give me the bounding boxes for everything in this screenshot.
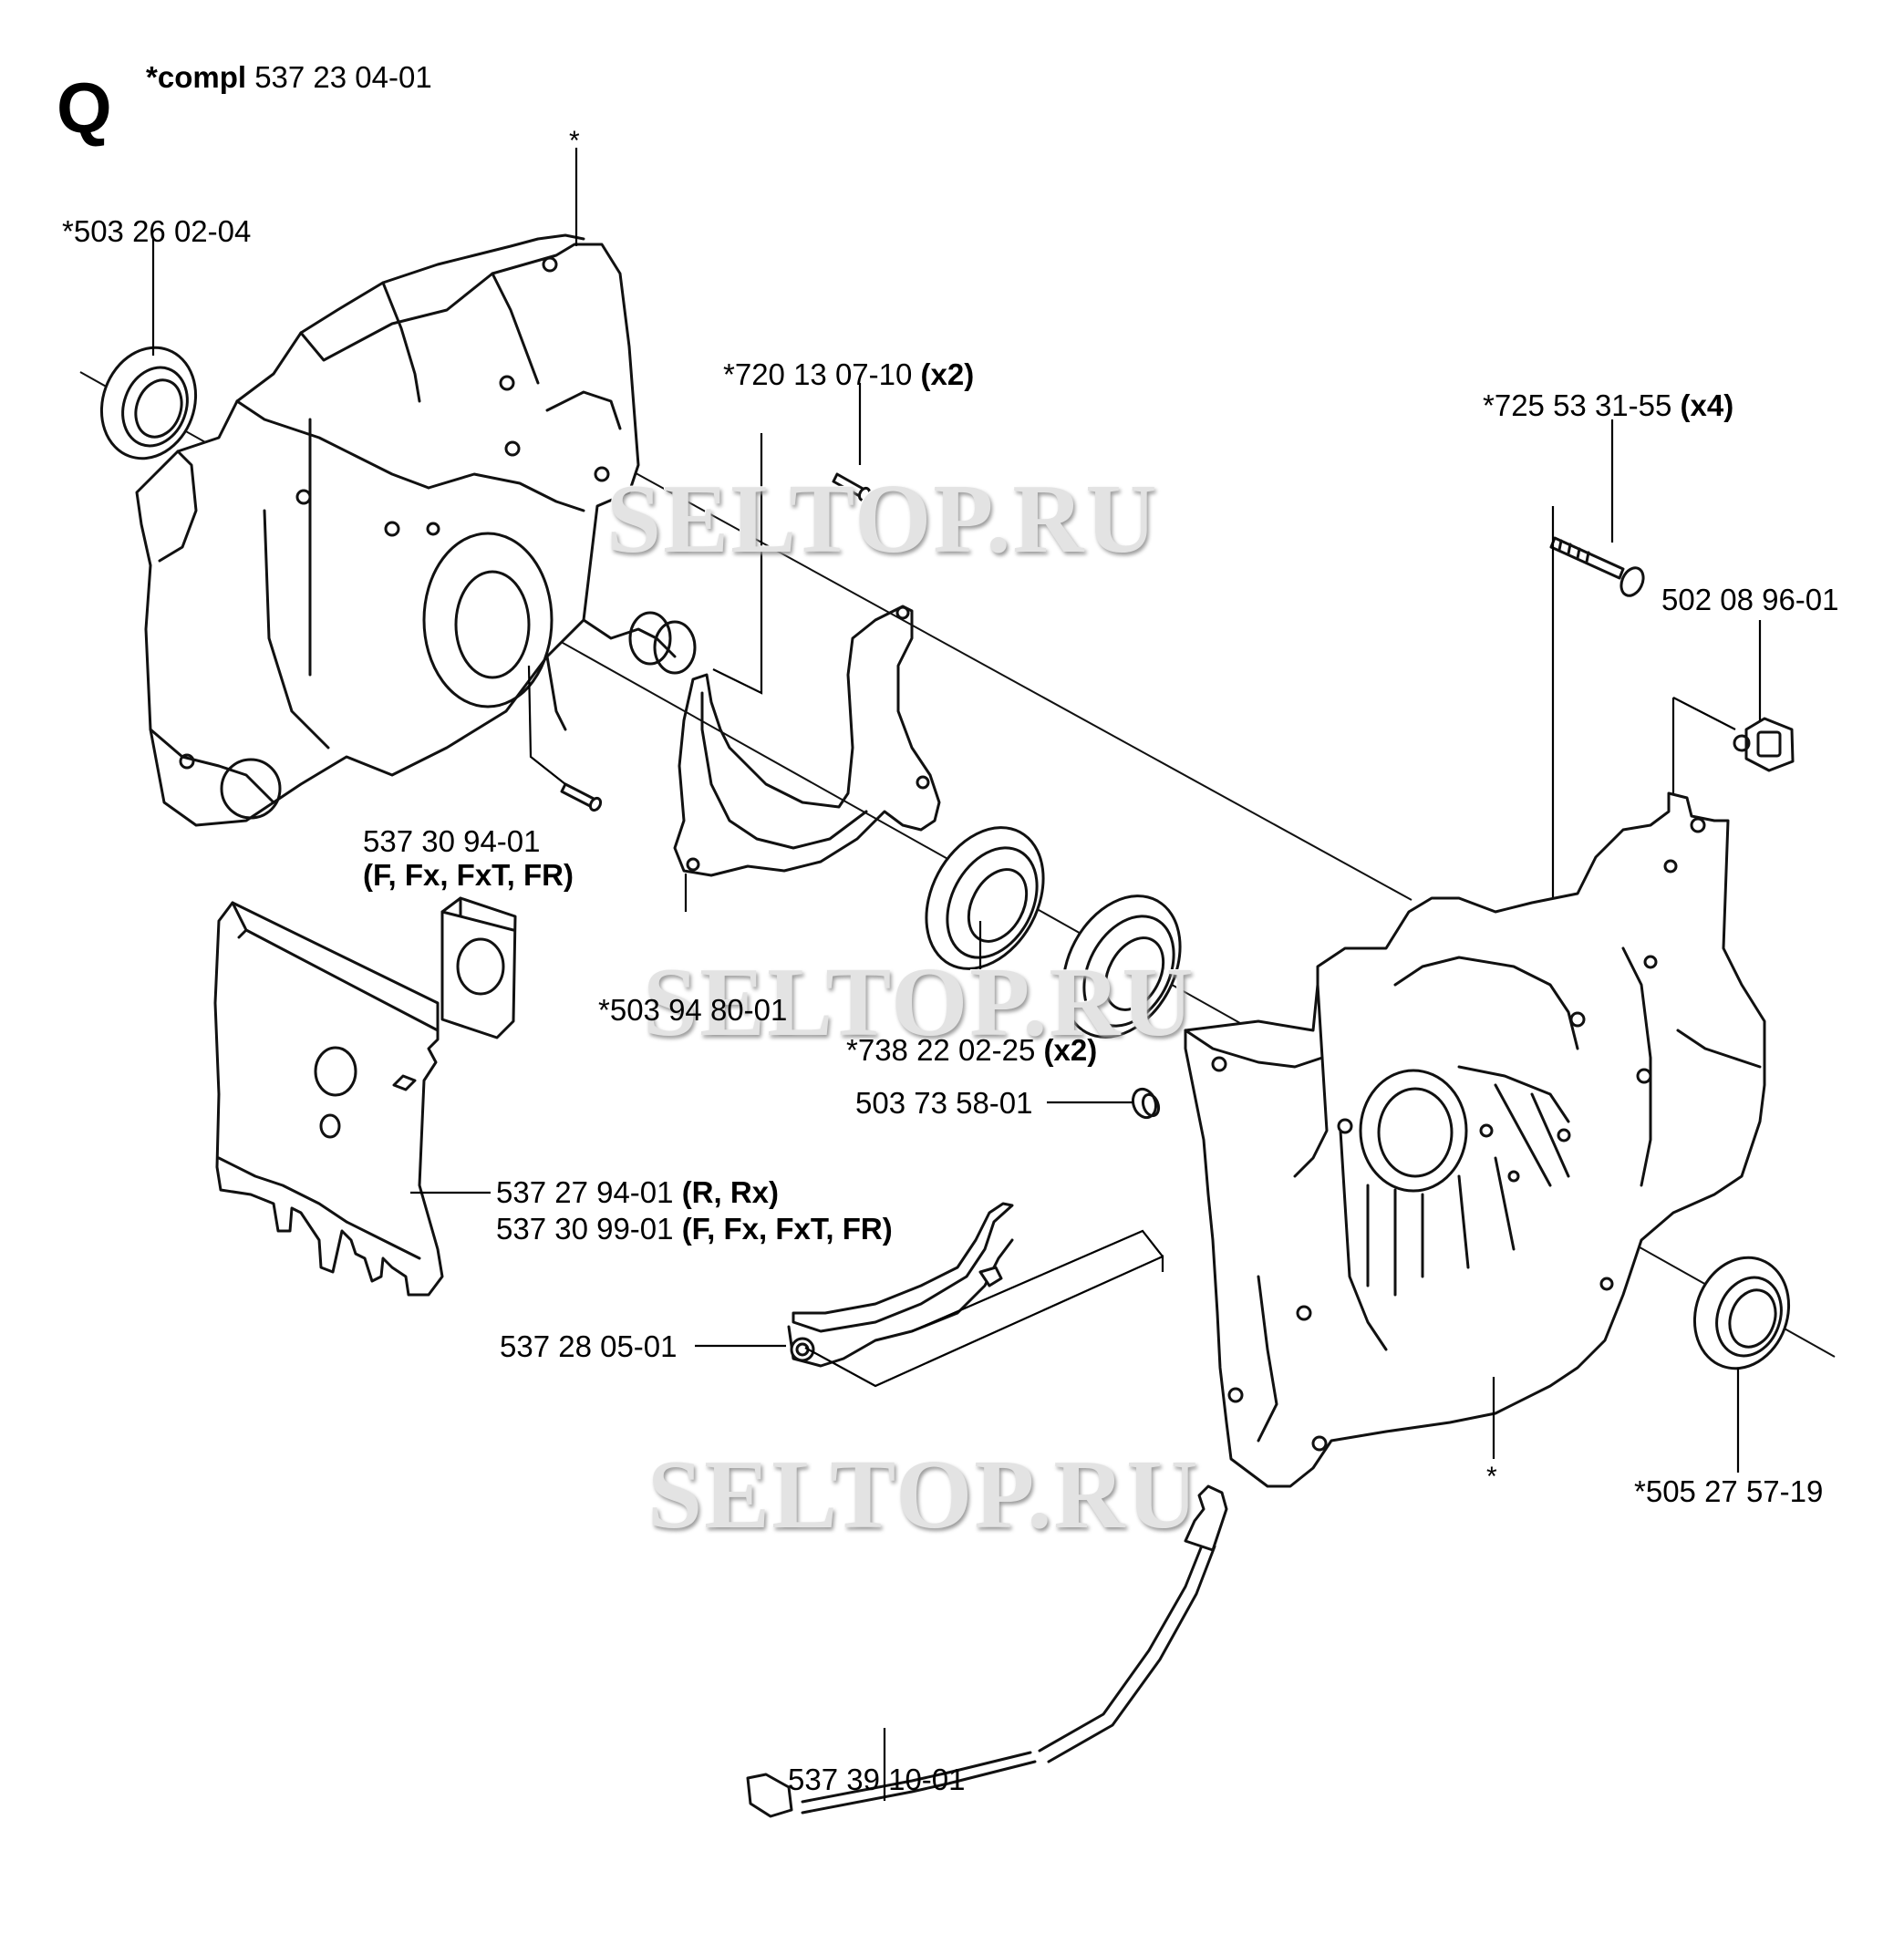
leader-pin	[527, 383, 862, 785]
asterisk-left-case: *	[569, 126, 580, 156]
watermark: SELTOP.RU	[647, 1441, 1200, 1549]
compl-prefix: *compl	[146, 60, 247, 94]
label-spacer: 537 30 94-01	[363, 824, 541, 858]
left-seal	[99, 346, 198, 460]
spacer	[440, 896, 517, 1039]
label-cable: 537 39 10-01	[788, 1763, 966, 1796]
compl-header: *compl 537 23 04-01	[146, 60, 432, 95]
label-spacer-variants: (F, Fx, FxT, FR)	[363, 858, 574, 892]
label-plate-a: 537 27 94-01 (R, Rx)	[496, 1175, 780, 1209]
label-plate-b: 537 30 99-01 (F, Fx, FxT, FR)	[496, 1212, 893, 1246]
asterisk-right-case: *	[1486, 1462, 1497, 1492]
right-crankcase	[1184, 791, 1766, 1488]
label-plug: 503 73 58-01	[855, 1086, 1033, 1120]
label-seal-right: *505 27 57-19	[1634, 1474, 1824, 1508]
leader-clip	[695, 1229, 1164, 1388]
cover-plate	[213, 901, 444, 1297]
label-clip: 537 28 05-01	[500, 1329, 678, 1363]
gasket	[673, 605, 941, 877]
leader-screw	[1551, 419, 1614, 957]
section-letter: Q	[57, 67, 112, 148]
label-bearing: *738 22 02-25 (x2)	[846, 1033, 1098, 1067]
pin-top	[832, 472, 872, 502]
watermark: SELTOP.RU	[606, 465, 1159, 574]
label-nut: 502 08 96-01	[1661, 583, 1839, 616]
clip	[787, 1202, 1014, 1368]
bearing-1	[925, 826, 1045, 970]
bearing-2	[1061, 894, 1182, 1039]
label-pin: *720 13 07-10 (x2)	[723, 357, 975, 391]
plug	[1131, 1087, 1161, 1120]
cable	[746, 1484, 1228, 1818]
pin-bottom	[560, 782, 603, 812]
alignment-line	[628, 469, 1412, 901]
nut	[1733, 717, 1795, 772]
label-screw: *725 53 31-55 (x4)	[1483, 388, 1734, 422]
compl-number: 537 23 04-01	[254, 60, 432, 94]
right-seal	[1692, 1256, 1791, 1370]
label-seal-left: *503 26 02-04	[62, 214, 252, 248]
label-gasket: *503 94 80-01	[598, 993, 788, 1027]
screw	[1549, 536, 1645, 597]
left-crankcase	[135, 233, 697, 827]
watermark: SELTOP.RU	[643, 948, 1195, 1057]
